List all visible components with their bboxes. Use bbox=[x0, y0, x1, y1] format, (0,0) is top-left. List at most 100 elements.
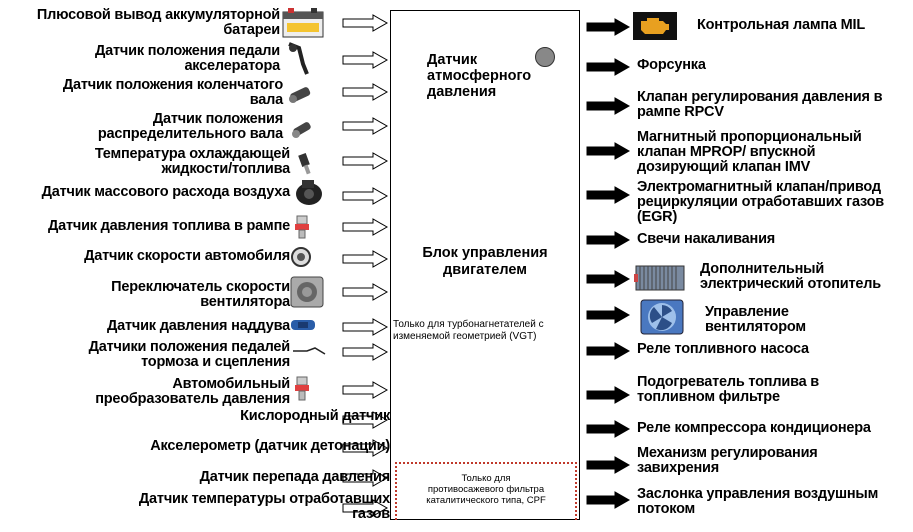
input-arrow bbox=[342, 343, 389, 361]
output-arrow bbox=[586, 386, 631, 404]
input-label-line: Датчики положения педалей bbox=[88, 339, 291, 355]
output-arrow bbox=[586, 231, 631, 249]
input-label-line: вала bbox=[249, 92, 283, 108]
output-label-line: Форсунка bbox=[637, 57, 706, 73]
input-label: Акселерометр (датчик детонации) bbox=[150, 439, 390, 454]
output-label-line: Управление bbox=[705, 304, 789, 320]
input-label-line: Датчик перепада давления bbox=[199, 469, 391, 485]
input-label-line: Плюсовой вывод аккумуляторной bbox=[36, 7, 280, 23]
input-label-line: акселератора bbox=[184, 58, 280, 74]
output-label-line: рампе RPCV bbox=[637, 104, 724, 120]
output-arrow bbox=[586, 306, 631, 324]
output-arrow bbox=[586, 270, 631, 288]
cpf-note: Только для противосажевого фильтра катал… bbox=[398, 473, 574, 506]
output-label-line: электрический отопитель bbox=[700, 276, 881, 292]
fan-switch-icon bbox=[290, 276, 324, 308]
input-arrow bbox=[342, 117, 389, 135]
input-label-line: Датчик положения коленчатого bbox=[62, 77, 283, 93]
rail-pressure-sensor-icon bbox=[295, 215, 309, 239]
speed-sensor-icon bbox=[291, 247, 311, 267]
cpf-dotted-box bbox=[395, 462, 577, 520]
sensor-line: Датчик bbox=[427, 52, 478, 68]
input-label-line: преобразователь давления bbox=[95, 391, 290, 407]
ecu-title-line: Блок управления bbox=[422, 245, 548, 261]
crankshaft-sensor-icon bbox=[289, 87, 311, 103]
output-arrow bbox=[586, 58, 631, 76]
camshaft-sensor-icon bbox=[292, 122, 311, 138]
input-arrow bbox=[342, 499, 389, 517]
output-arrow bbox=[586, 18, 631, 36]
output-label-line: Подогреватель топлива в bbox=[637, 374, 819, 390]
atmospheric-sensor-icon bbox=[535, 47, 555, 67]
input-label: Датчик давления топлива в рампе bbox=[48, 219, 290, 234]
input-label-line: Датчик положения педали bbox=[95, 43, 280, 59]
input-label-line: Датчик температуры отработавших bbox=[138, 491, 390, 507]
output-arrow bbox=[586, 491, 631, 509]
boost-sensor-icon bbox=[291, 320, 315, 330]
output-label: Форсунка bbox=[637, 58, 706, 73]
output-label-line: клапан MPROP/ впускной bbox=[637, 144, 816, 160]
output-label-line: завихрения bbox=[637, 460, 720, 476]
output-label-line: топливном фильтре bbox=[637, 389, 780, 405]
input-label-line: вентилятора bbox=[200, 294, 290, 310]
cpf-note-line: каталитического типа, CPF bbox=[426, 495, 546, 506]
maf-sensor-icon bbox=[296, 180, 322, 205]
output-label-line: вентилятором bbox=[705, 319, 806, 335]
output-label: Свечи накаливания bbox=[637, 232, 775, 247]
input-label: Датчик давления наддува bbox=[107, 319, 290, 334]
atmospheric-pressure-sensor-label: Датчик атмосферного давления bbox=[427, 52, 531, 100]
input-label: Датчик скорости автомобиля bbox=[84, 249, 290, 264]
input-arrow bbox=[342, 83, 389, 101]
output-label-line: Электромагнитный клапан/привод bbox=[637, 179, 881, 195]
input-label: Датчик перепада давления bbox=[199, 469, 391, 485]
input-arrow bbox=[342, 152, 389, 170]
input-label-line: газов bbox=[352, 506, 390, 522]
output-label: Реле компрессора кондиционера bbox=[637, 421, 871, 436]
output-arrow bbox=[586, 456, 631, 474]
output-label-line: рециркуляции отработавших газов bbox=[637, 194, 885, 210]
output-label-line: Реле топливного насоса bbox=[637, 341, 809, 357]
input-arrow bbox=[342, 439, 389, 457]
output-label: Контрольная лампа MIL bbox=[697, 18, 865, 33]
input-arrow bbox=[342, 318, 389, 336]
pedal-sensor-icon bbox=[288, 42, 309, 75]
sensor-line: атмосферного bbox=[427, 68, 532, 84]
input-arrow bbox=[342, 411, 389, 429]
input-label-line: Датчик давления топлива в рампе bbox=[47, 218, 290, 234]
input-label-line: распределительного вала bbox=[97, 126, 283, 142]
input-label-line: Датчик давления наддува bbox=[106, 318, 290, 334]
sensor-line: давления bbox=[427, 84, 497, 100]
vgt-note: Только для турбонагнетателей с изменяемо… bbox=[393, 319, 544, 342]
output-arrow bbox=[586, 97, 631, 115]
pedal-switch-icon bbox=[293, 347, 326, 355]
input-label-line: батареи bbox=[223, 22, 280, 38]
output-arrow bbox=[586, 342, 631, 360]
output-label-line: потоком bbox=[637, 501, 696, 517]
output-label-line: Механизм регулирования bbox=[637, 445, 818, 461]
temperature-sensor-icon bbox=[298, 153, 311, 175]
cpf-note-line: Только для bbox=[461, 473, 511, 484]
input-label-line: Переключатель скорости bbox=[111, 279, 290, 295]
check-engine-icon bbox=[633, 12, 677, 40]
output-arrow bbox=[586, 186, 631, 204]
input-label-line: жидкости/топлива bbox=[161, 161, 291, 177]
ecu-title: Блок управления двигателем bbox=[405, 245, 565, 279]
output-label-line: Дополнительный bbox=[700, 261, 825, 277]
input-arrow bbox=[342, 250, 389, 268]
battery-icon bbox=[282, 8, 324, 38]
output-label-line: Реле компрессора кондиционера bbox=[637, 420, 871, 436]
input-label-line: Кислородный датчик bbox=[240, 408, 390, 424]
input-label-line: Акселерометр (датчик детонации) bbox=[150, 438, 390, 454]
output-label-line: Контрольная лампа MIL bbox=[697, 17, 865, 33]
